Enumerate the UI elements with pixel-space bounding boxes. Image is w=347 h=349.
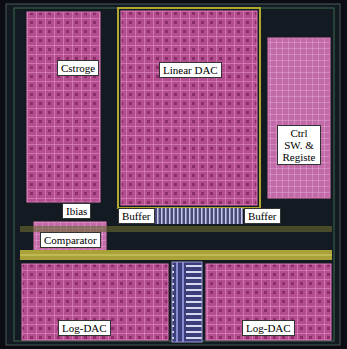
block-name: Buffer: [248, 210, 277, 222]
block-label: Comparator: [40, 232, 101, 248]
block-name: Log-DAC: [62, 322, 107, 334]
block-label: Ctrl SW. & Registe: [277, 125, 321, 165]
block-label: Log-DAC: [58, 320, 111, 336]
block-name: Linear DAC: [163, 64, 218, 76]
block-label: Buffer: [244, 208, 281, 224]
block-label: Log-DAC: [242, 320, 295, 336]
block-name: Ibias: [66, 205, 87, 217]
block-label: Cstroge: [57, 60, 99, 76]
block-label: Linear DAC: [159, 62, 222, 78]
block-name: Cstroge: [61, 62, 95, 74]
block-label: Buffer: [118, 208, 155, 224]
block-name: Comparator: [44, 234, 97, 246]
block-name: Buffer: [122, 210, 151, 222]
block-name: Log-DAC: [246, 322, 291, 334]
block-name: Ctrl SW. & Registe: [281, 127, 317, 163]
block-label: Ibias: [62, 203, 91, 219]
